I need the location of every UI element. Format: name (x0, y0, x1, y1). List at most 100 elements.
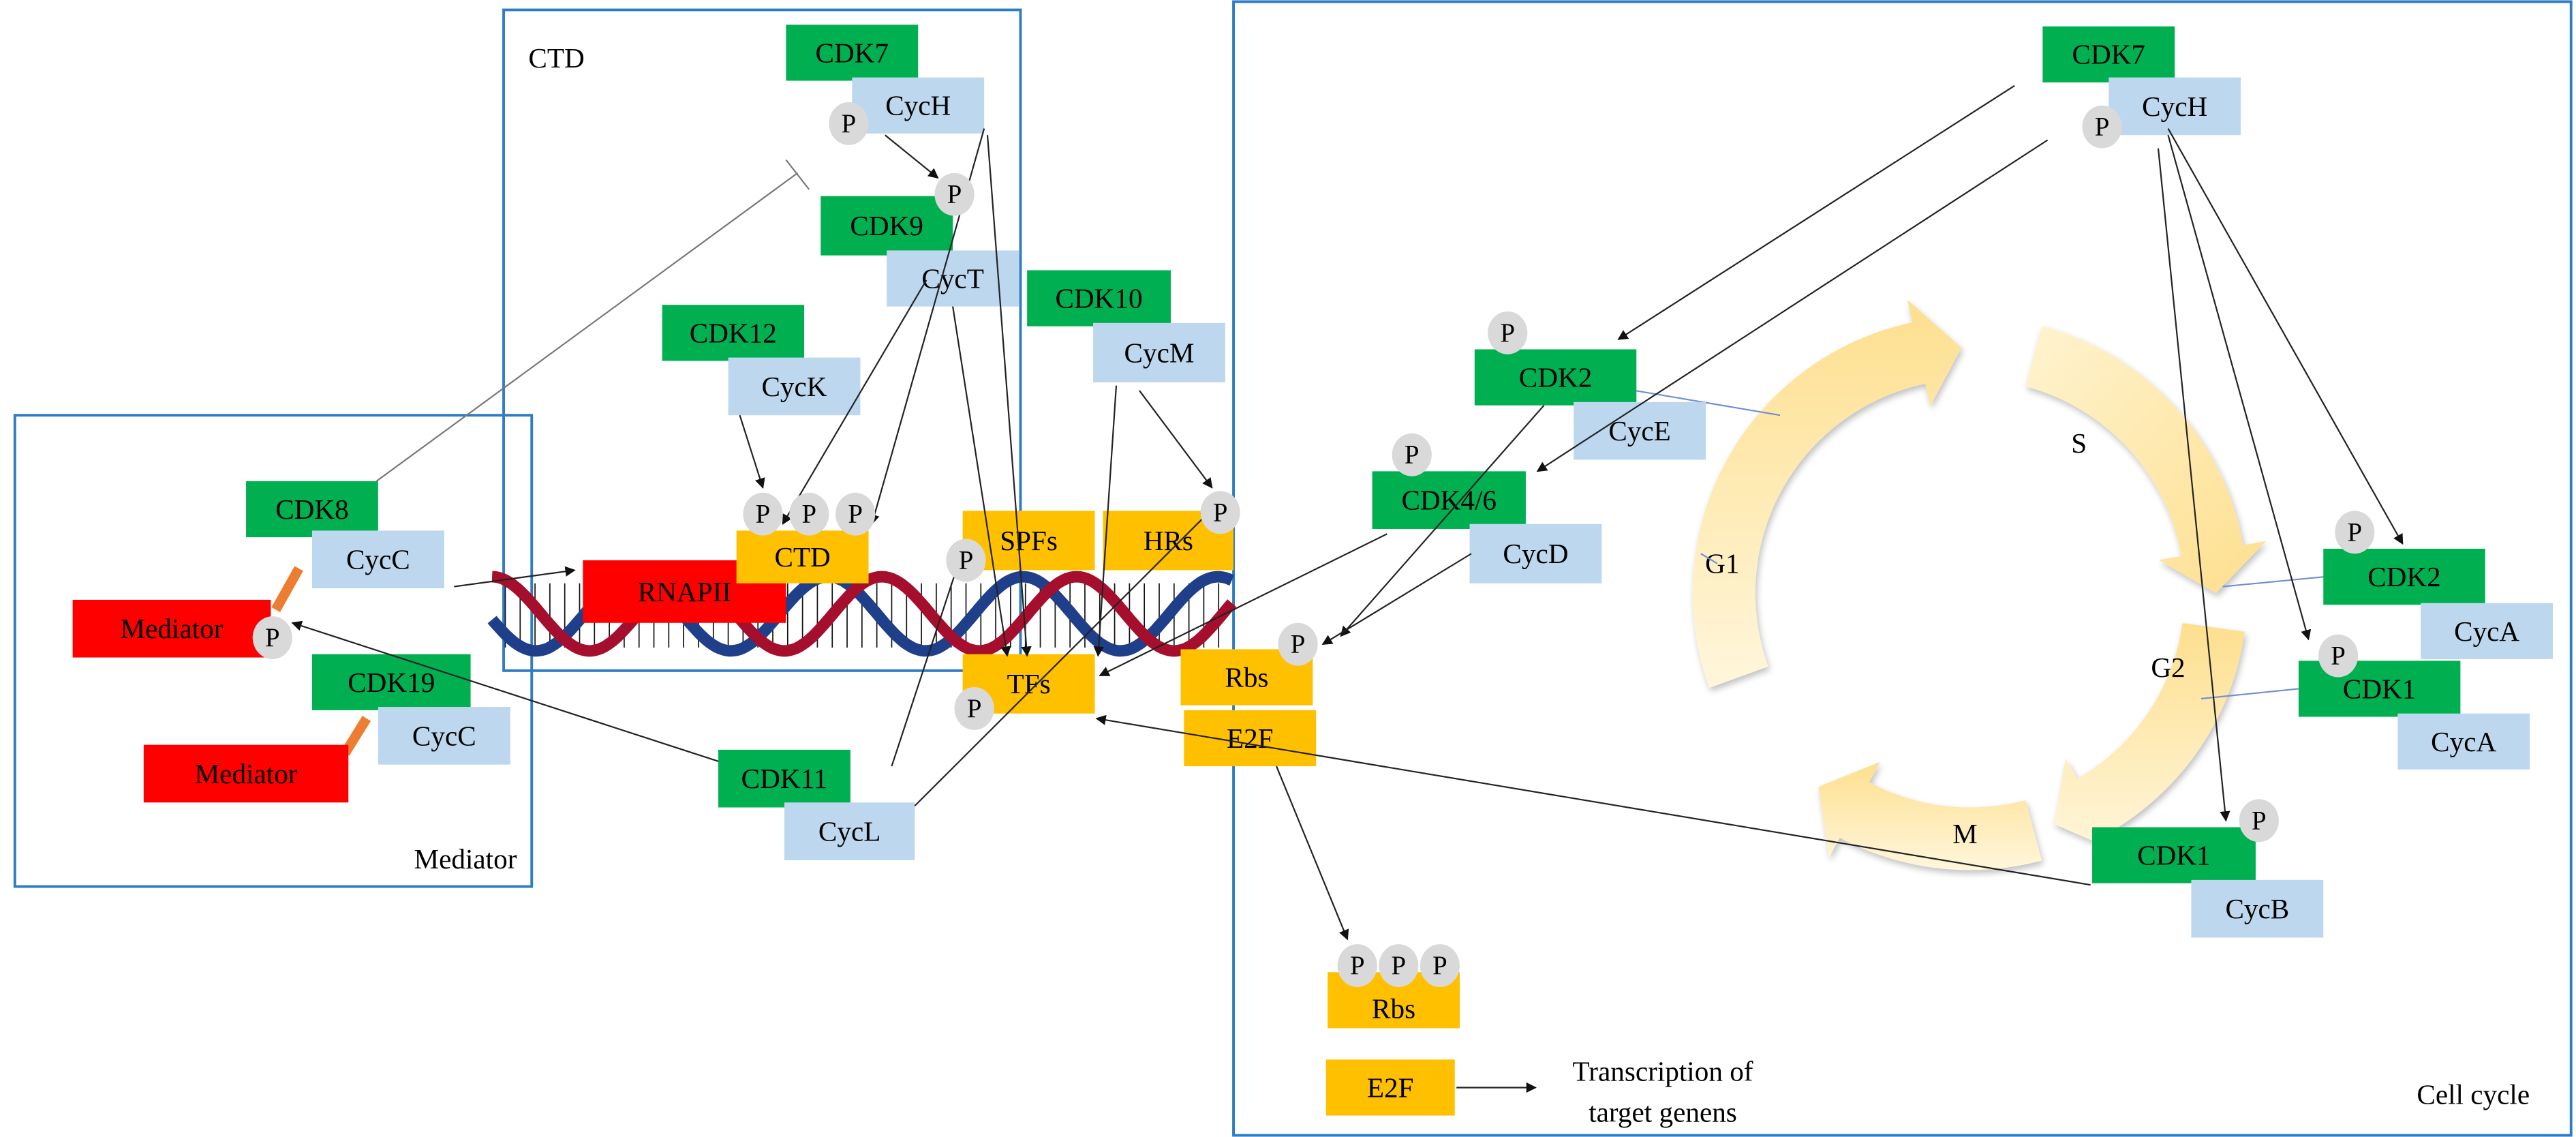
phospho-group: P (2335, 511, 2375, 554)
cycle-arrow-m (1818, 761, 2042, 870)
mediator-linker (271, 566, 303, 612)
node-cdk2-a: CDK2 (2323, 548, 2485, 605)
node-label: CDK11 (741, 763, 828, 794)
activation-arrow (1276, 765, 1349, 941)
node-label: CDK9 (850, 210, 923, 241)
cdk-box (1027, 270, 1171, 327)
phosphate-circle (1392, 433, 1432, 476)
node-label: CycD (1503, 538, 1568, 569)
node-label: CycT (921, 263, 983, 294)
phospho-group: P (829, 102, 869, 145)
node-label: Mediator (195, 758, 298, 789)
phospho-group: P (789, 492, 829, 536)
cyclin-box (311, 530, 444, 589)
phosphate-circle (2318, 634, 2359, 678)
phospho-group: P (1337, 944, 1377, 988)
phosphate-label: P (1432, 951, 1447, 980)
factor-box (1325, 1059, 1455, 1116)
phosphate-label: P (1213, 498, 1228, 527)
dna-strand-red (491, 571, 1237, 657)
cyclin-box (2397, 713, 2530, 770)
phosphate-circle (252, 616, 292, 659)
phosphate-label: P (2252, 806, 2267, 835)
node-label: CDK10 (1055, 283, 1142, 314)
phospho-group: P (946, 539, 986, 582)
mediator-box (143, 744, 349, 803)
phosphate-label: P (2348, 517, 2363, 547)
phosphate-circle (835, 492, 876, 536)
phosphate-label: P (1500, 318, 1515, 348)
node-cdk9: CDK9 (821, 196, 953, 256)
node-cych-right: CycH (2109, 77, 2241, 136)
phosphate-circle (1420, 944, 1460, 988)
cdk-box (1474, 349, 1637, 406)
phosphate-label: P (1392, 951, 1407, 980)
activation-arrow (1536, 139, 2049, 472)
phosphate-circle (2082, 105, 2122, 149)
node-cdk2-e: CDK2 (1474, 349, 1637, 406)
phospho-group: P (1278, 622, 1318, 666)
phosphate-circle (1337, 944, 1377, 988)
transcription-label-line1: Transcription of (1573, 1055, 1753, 1087)
node-cycm: CycM (1093, 322, 1225, 382)
node-label: CDK7 (816, 37, 889, 68)
phospho-group: P (954, 687, 994, 730)
transcription-label-line2: target genens (1589, 1097, 1737, 1128)
phosphate-circle (1200, 491, 1240, 534)
phospho-group: P (1392, 433, 1432, 476)
cyclin-box (784, 802, 915, 860)
phosphate-circle (2239, 799, 2279, 843)
node-mediator-2: Mediator (143, 744, 349, 803)
phosphate-circle (1278, 622, 1318, 666)
node-e2f-free: E2F (1325, 1059, 1455, 1116)
cycle-arrow-g2 (2054, 622, 2245, 853)
node-label: CDK7 (2072, 39, 2146, 70)
node-label: CycE (1608, 415, 1670, 446)
phosphate-label: P (947, 180, 962, 209)
node-label: CDK2 (2367, 561, 2441, 592)
cdk-box (821, 196, 953, 256)
node-label: CDK2 (1519, 362, 1593, 393)
node-label: CycH (2142, 91, 2207, 122)
activation-arrow (885, 134, 939, 179)
node-mediator-1: Mediator (72, 599, 271, 658)
node-label: CTD (774, 541, 830, 573)
activation-arrow (1099, 533, 1387, 677)
activation-arrow (1093, 385, 1118, 657)
node-label: Rbs (1372, 992, 1415, 1024)
region-border (502, 8, 1022, 672)
phospho-group: P (1420, 944, 1460, 988)
node-label: CycM (1124, 337, 1195, 368)
phospho-group: P (1379, 944, 1419, 988)
node-cycc-2: CycC (378, 707, 510, 765)
mediator-box (72, 599, 271, 658)
factor-box (736, 530, 869, 583)
phosphate-circle (743, 492, 783, 536)
node-label: SPFs (1000, 525, 1058, 556)
node-cych-top: CycH (852, 77, 985, 134)
cdk-box (2323, 548, 2485, 605)
activation-arrow (2167, 134, 2312, 641)
activation-arrow (291, 620, 719, 762)
phospho-group: P (252, 616, 292, 659)
phospho-group: P (2318, 634, 2359, 678)
node-cdk7-top: CDK7 (786, 25, 919, 81)
phosphate-circle (829, 102, 869, 145)
phosphate-label: P (967, 694, 982, 723)
node-label: TFs (1007, 668, 1051, 699)
node-label: CycC (412, 720, 476, 751)
activation-arrow (1139, 390, 1213, 489)
cdk-box (2042, 26, 2175, 82)
phospho-group: P (2082, 105, 2122, 149)
cycle-arrow-s (2025, 325, 2267, 594)
association-line (2222, 576, 2325, 588)
phase-label-s: S (2071, 427, 2087, 459)
phosphate-label: P (1350, 951, 1365, 980)
node-label: Rbs (1225, 662, 1268, 693)
region-title: Cell cycle (2417, 1079, 2530, 1110)
inhibition-line (375, 172, 798, 482)
activation-arrow (891, 549, 965, 767)
activation-arrow (952, 306, 1011, 657)
factor-box (1184, 710, 1317, 767)
